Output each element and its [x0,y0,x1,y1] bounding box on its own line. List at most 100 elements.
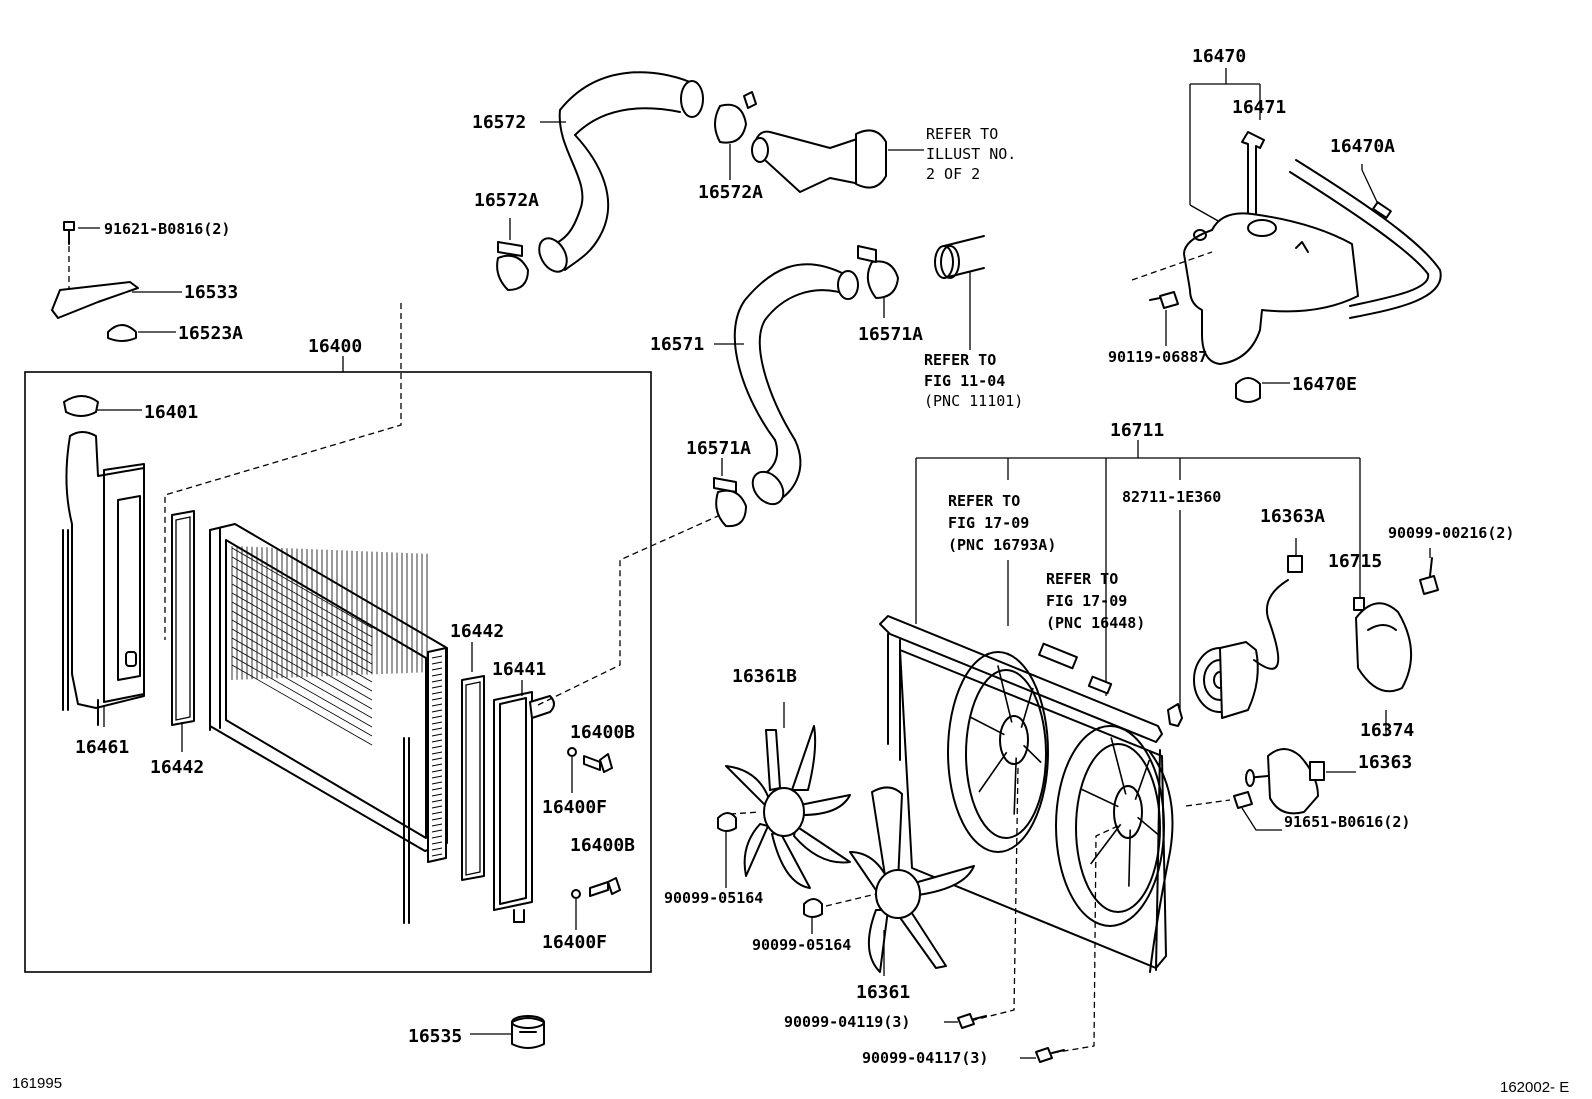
tab-16715-shape [1353,597,1365,611]
label-16470E: 16470E [1292,374,1357,395]
core-plate-shape [427,647,447,863]
note-refer-fig-11-04: REFER TO FIG 11-04 (PNC 11101) [924,351,1023,410]
radiator-cap-shape [63,395,99,417]
label-16361: 16361 [856,982,910,1003]
label-16400F-lower: 16400F [542,932,607,953]
label-16572A-lower: 16572A [474,190,539,211]
svg-text:FIG 11-04: FIG 11-04 [924,372,1005,390]
label-91621-B0816: 91621-B0816(2) [104,220,230,238]
svg-text:REFER TO: REFER TO [1046,570,1118,588]
radiator-core-shape [209,523,448,852]
label-16363A: 16363A [1260,506,1325,527]
gasket-right-shape [461,675,485,881]
clamp-16572A-lower [496,241,529,291]
label-16572A-upper: 16572A [698,182,763,203]
note-refer-fig-17-09-b: REFER TO FIG 17-09 (PNC 16448) [1046,570,1145,632]
svg-text:FIG 17-09: FIG 17-09 [948,514,1029,532]
bolt-90099-04117-shape [1035,1047,1053,1063]
svg-text:2 OF 2: 2 OF 2 [926,165,980,183]
label-16470: 16470 [1192,46,1246,67]
lower-hose-shape [733,263,859,506]
label-16400B-lower: 16400B [570,835,635,856]
label-90099-04117: 90099-04117(3) [862,1049,988,1067]
clip-82711-shape [1167,703,1183,727]
bolt-90119-shape [1159,291,1179,309]
fan-shroud-group [879,440,1361,973]
note-refer-fig-17-09-a: REFER TO FIG 17-09 (PNC 16793A) [948,492,1056,554]
clamp-16572A-upper [714,91,757,144]
radiator-assembly-group [24,356,652,973]
radiator-assembly-frame [24,371,652,973]
grommet-16470E-shape [1235,377,1261,403]
label-16523A: 16523A [178,323,243,344]
upper-hose-shape [538,71,704,273]
label-16400B-upper: 16400B [570,722,635,743]
label-16711: 16711 [1110,420,1164,441]
bolt-90099-00216-shape [1419,575,1439,595]
label-16470A: 16470A [1330,136,1395,157]
label-90119-06887: 90119-06887 [1108,348,1207,366]
note-refer-illust: REFER TO ILLUST NO. 2 OF 2 [926,125,1016,183]
drain-plug-lower [571,877,621,899]
label-16361B: 16361B [732,666,797,687]
label-16535: 16535 [408,1026,462,1047]
label-16471: 16471 [1232,97,1286,118]
svg-text:FIG 17-09: FIG 17-09 [1046,592,1127,610]
nut-90099-05164-upper [717,812,737,832]
water-outlet-shape [751,129,887,193]
clamp-16571A-lower [713,477,747,528]
label-91651-B0616: 91651-B0616(2) [1284,813,1410,831]
label-90099-05164-upper: 90099-05164 [664,889,763,907]
clamp-16571A-upper [857,245,899,299]
label-16442-right: 16442 [450,621,504,642]
right-tank-shape [493,691,555,923]
bolt-91621-shape [63,221,75,245]
svg-text:REFER TO: REFER TO [924,351,996,369]
left-tank-shape [62,431,145,726]
figure-id-left: 161995 [12,1075,62,1092]
label-16571: 16571 [650,334,704,355]
label-16571A-upper: 16571A [858,324,923,345]
label-16401: 16401 [144,402,198,423]
cover-16374-shape [1355,602,1412,693]
fan-shroud-body [899,649,1167,969]
label-16715: 16715 [1328,551,1382,572]
fan-motor-16363-shape [1245,748,1325,815]
svg-text:(PNC 11101): (PNC 11101) [924,392,1023,410]
drain-plug-upper [567,747,613,773]
label-16533: 16533 [184,282,238,303]
label-82711-1E360: 82711-1E360 [1122,488,1221,506]
reservoir-cap-16471 [1241,131,1265,219]
bolt-91651-shape [1233,791,1253,809]
bolt-90099-04119-shape [957,1013,975,1029]
svg-text:ILLUST NO.: ILLUST NO. [926,145,1016,163]
hose-end-shape [934,235,985,279]
svg-text:REFER TO: REFER TO [926,125,998,143]
label-90099-05164-lower: 90099-05164 [752,936,851,954]
label-16572: 16572 [472,112,526,133]
label-16571A-lower: 16571A [686,438,751,459]
label-16442-left: 16442 [150,757,204,778]
label-90099-04119: 90099-04119(3) [784,1013,910,1031]
label-16363: 16363 [1358,752,1412,773]
label-16400: 16400 [308,336,362,357]
cushion-16523A-shape [107,324,137,342]
svg-text:(PNC 16793A): (PNC 16793A) [948,536,1056,554]
svg-text:(PNC 16448): (PNC 16448) [1046,614,1145,632]
fan-16361-shape [825,786,975,973]
overflow-hose-shape [1295,159,1442,319]
label-16374: 16374 [1360,720,1414,741]
label-16461: 16461 [75,737,129,758]
fan-motor-16363A-shape [1193,538,1303,719]
fan-16361B-shape [725,702,851,889]
part-labels: 16400 16401 16461 16442 16442 16441 1640… [75,46,1514,1067]
label-90099-00216: 90099-00216(2) [1388,524,1514,542]
gasket-left-shape [171,510,195,726]
reservoir-tank-shape [1183,212,1359,365]
label-16400F-upper: 16400F [542,797,607,818]
svg-text:REFER TO: REFER TO [948,492,1020,510]
label-16441: 16441 [492,659,546,680]
cushion-16535-shape [511,1015,545,1049]
reservoir-group [1131,68,1442,403]
